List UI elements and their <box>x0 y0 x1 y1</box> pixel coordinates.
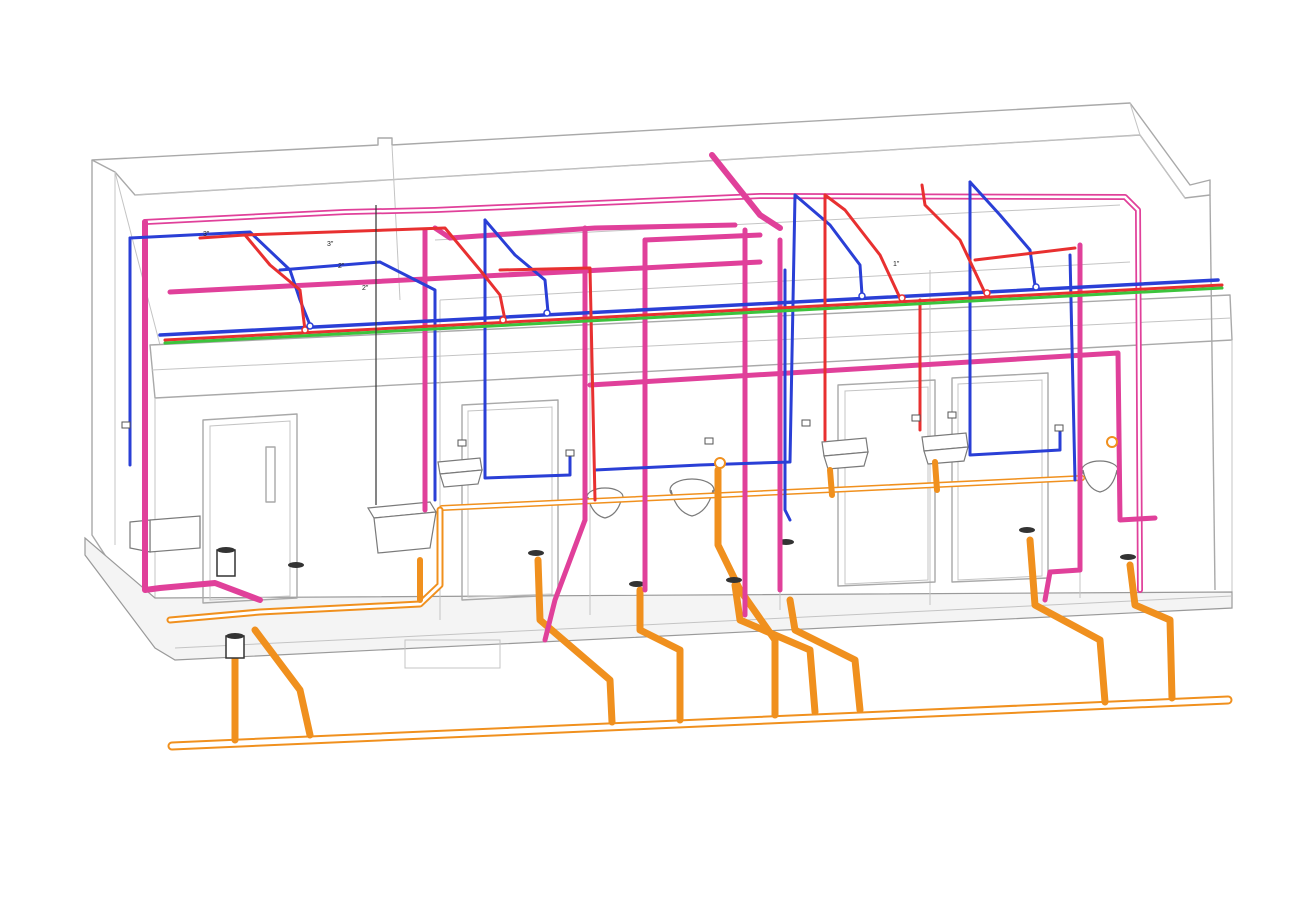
drain-waste-system <box>166 459 1233 751</box>
vent-system <box>142 152 1158 643</box>
hot-water-system <box>163 183 1224 502</box>
vent-main-top-inner <box>143 194 1142 592</box>
waste-riser <box>731 581 819 716</box>
roof-left-edge <box>114 171 161 346</box>
valves <box>121 283 1118 469</box>
valve-icon <box>911 414 921 422</box>
hot-water-branch <box>823 193 902 300</box>
waste-riser <box>786 596 864 714</box>
roof-parapet <box>91 102 1211 199</box>
hot-water-branch <box>973 246 1077 262</box>
cold-water-branch <box>483 218 572 480</box>
vent-header <box>167 259 763 295</box>
vent-stack-left <box>142 219 263 603</box>
valve-icon <box>704 437 714 445</box>
waste-riser <box>1026 536 1109 706</box>
valve-icon <box>714 457 726 469</box>
door-icon <box>837 379 936 587</box>
door-icon <box>461 399 559 601</box>
hot-water-branch <box>920 183 987 295</box>
pipe-size-label: 3" <box>203 231 210 238</box>
cold-water-branch <box>968 180 1037 287</box>
valve-icon <box>499 316 507 324</box>
waste-riser <box>534 556 616 726</box>
hot-water-branch <box>243 226 507 322</box>
waste-riser <box>251 626 314 739</box>
floor-cleanout-icon <box>225 633 245 659</box>
hot-water-main <box>163 283 1224 342</box>
floor-cleanout-icon <box>528 550 544 556</box>
pipe-size-label: 3" <box>327 241 334 248</box>
roof-inner-edge <box>134 134 1186 199</box>
partition-top-1 <box>434 204 1121 241</box>
valve-icon <box>121 421 131 429</box>
soffit-band <box>149 294 1233 399</box>
hot-water-branch <box>498 266 597 502</box>
valve-icon <box>1054 424 1064 432</box>
cold-water-branch <box>783 268 792 522</box>
floor-cleanout-icon <box>726 577 742 583</box>
sink-icon <box>821 437 869 470</box>
waste-riser <box>636 586 684 724</box>
valve-icon <box>301 326 309 334</box>
vent-branch <box>432 222 738 241</box>
valve-icon <box>801 419 811 427</box>
valve-icon <box>1032 283 1040 291</box>
roof-right-edge <box>1129 102 1141 136</box>
pipe-size-label: 2" <box>362 285 369 292</box>
pipe-size-label: 2" <box>338 263 345 270</box>
fixtures <box>129 432 1119 554</box>
sink-icon <box>437 457 483 488</box>
valve-icon <box>858 292 866 300</box>
vent-low-header <box>587 350 1158 523</box>
slab-top-edge <box>174 595 1233 649</box>
cold-water-branch <box>968 180 1062 457</box>
sink-icon <box>921 432 969 465</box>
floor-cleanout-icon <box>216 547 236 577</box>
vent-branch <box>542 517 588 643</box>
slab-footing <box>404 639 501 669</box>
floor-slab <box>84 536 1233 661</box>
vent-branch <box>642 232 763 243</box>
valve-icon <box>306 322 314 330</box>
gas-line <box>163 286 1224 345</box>
vent-riser <box>1042 242 1083 603</box>
hot-water-branch <box>198 233 307 332</box>
waste-riser <box>714 466 779 719</box>
door-icon <box>202 413 298 604</box>
cold-water-drop-left <box>128 230 312 327</box>
floor-cleanout-icon <box>288 562 304 568</box>
waste-riser <box>1126 561 1176 702</box>
pipe-size-label: 1" <box>893 261 900 268</box>
valve-icon <box>898 294 906 302</box>
main-sewer-line-inner <box>169 697 1231 749</box>
valve-icon <box>947 411 957 419</box>
floor-cleanout-icon <box>629 581 645 587</box>
waste-riser <box>932 459 940 493</box>
valve-icon <box>543 309 551 317</box>
vent-stack-roof <box>709 152 783 231</box>
roof-seam <box>391 144 401 301</box>
soffit-line <box>151 317 1232 371</box>
sink-icon <box>366 501 438 554</box>
waste-riser <box>827 467 835 498</box>
floor-cleanout-icon <box>1019 527 1035 533</box>
floor-cleanout-icon <box>1120 554 1136 560</box>
cold-water-branch <box>278 260 437 502</box>
valve-icon <box>457 439 467 447</box>
cold-water-branch <box>483 218 550 314</box>
cold-water-branch <box>593 193 864 472</box>
cold-water-main <box>158 278 1220 337</box>
valve-icon <box>1106 436 1118 448</box>
valve-icon <box>983 289 991 297</box>
mop-sink-icon <box>129 515 201 553</box>
right-wall <box>1209 194 1216 591</box>
waste-branch-upper-inner <box>440 476 1084 510</box>
toilet-icon <box>1081 460 1119 493</box>
building-shell <box>84 102 1233 669</box>
pipe-size-labels: 3" 3" 2" 2" 1" <box>203 231 900 292</box>
valve-icon <box>565 449 575 457</box>
waste-branch-left-inner <box>168 508 442 622</box>
